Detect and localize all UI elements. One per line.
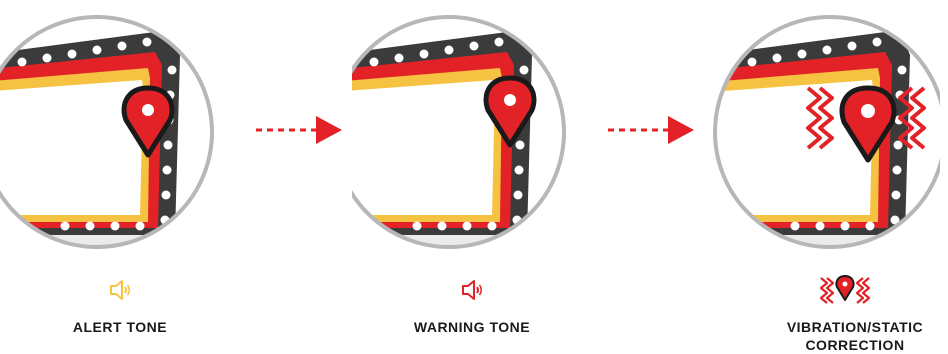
step-vibration-correction: VIBRATION/STATIC CORRECTION	[700, 0, 940, 353]
step-label: WARNING TONE	[352, 318, 592, 336]
speaker-icon	[352, 270, 592, 310]
step-warning-tone: WARNING TONE	[352, 0, 592, 353]
boundary-illustration	[700, 0, 940, 260]
step-label-line2: CORRECTION	[735, 336, 948, 354]
vibrating-location-pin-icon	[725, 270, 948, 310]
step-label-line1: VIBRATION/STATIC	[735, 318, 948, 336]
dashed-arrow	[254, 113, 344, 147]
boundary-illustration	[0, 0, 240, 260]
speaker-icon	[0, 270, 240, 310]
step-label: ALERT TONE	[0, 318, 240, 336]
zoom-circle-alert	[0, 0, 240, 260]
step-label: VIBRATION/STATIC CORRECTION	[735, 318, 948, 354]
step-alert-tone: ALERT TONE	[0, 0, 240, 353]
boundary-illustration	[352, 0, 592, 260]
zoom-circle-warning	[352, 0, 592, 260]
zoom-circle-vibration	[700, 0, 940, 260]
dashed-arrow	[606, 113, 696, 147]
